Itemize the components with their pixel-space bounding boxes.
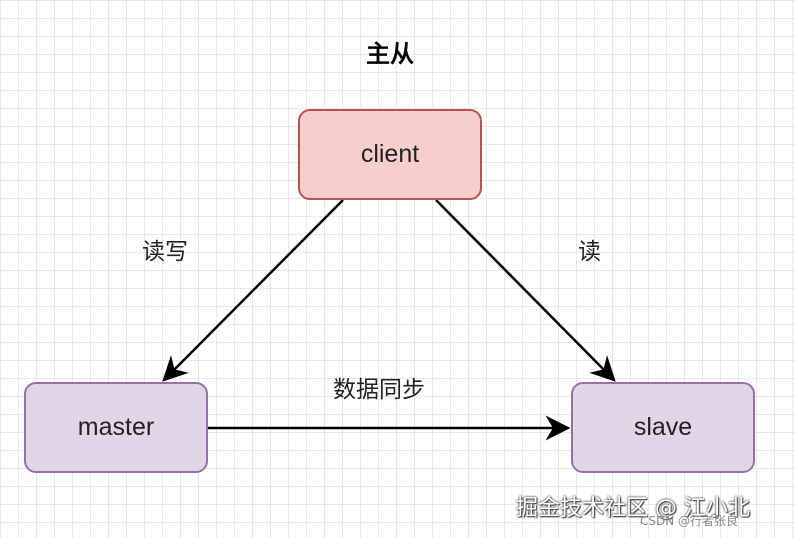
master-node-label: master (77, 413, 155, 441)
edge-label-read-write: 读写 (142, 239, 188, 265)
edge-client-master (162, 199, 344, 382)
edge-label-read: 读 (578, 239, 601, 265)
master-node[interactable]: master (24, 382, 208, 473)
client-node[interactable]: client (298, 109, 482, 200)
edge-label-data-sync: 数据同步 (333, 377, 425, 403)
edge-client-slave (435, 199, 616, 382)
diagram-title: 主从 (366, 40, 414, 68)
watermark-juejin: 掘金技术社区 @ 江小北 (516, 496, 750, 521)
client-node-label: client (360, 140, 420, 168)
slave-node[interactable]: slave (571, 382, 755, 473)
slave-node-label: slave (633, 413, 693, 441)
watermark-csdn: CSDN @行者张良 (640, 514, 739, 528)
